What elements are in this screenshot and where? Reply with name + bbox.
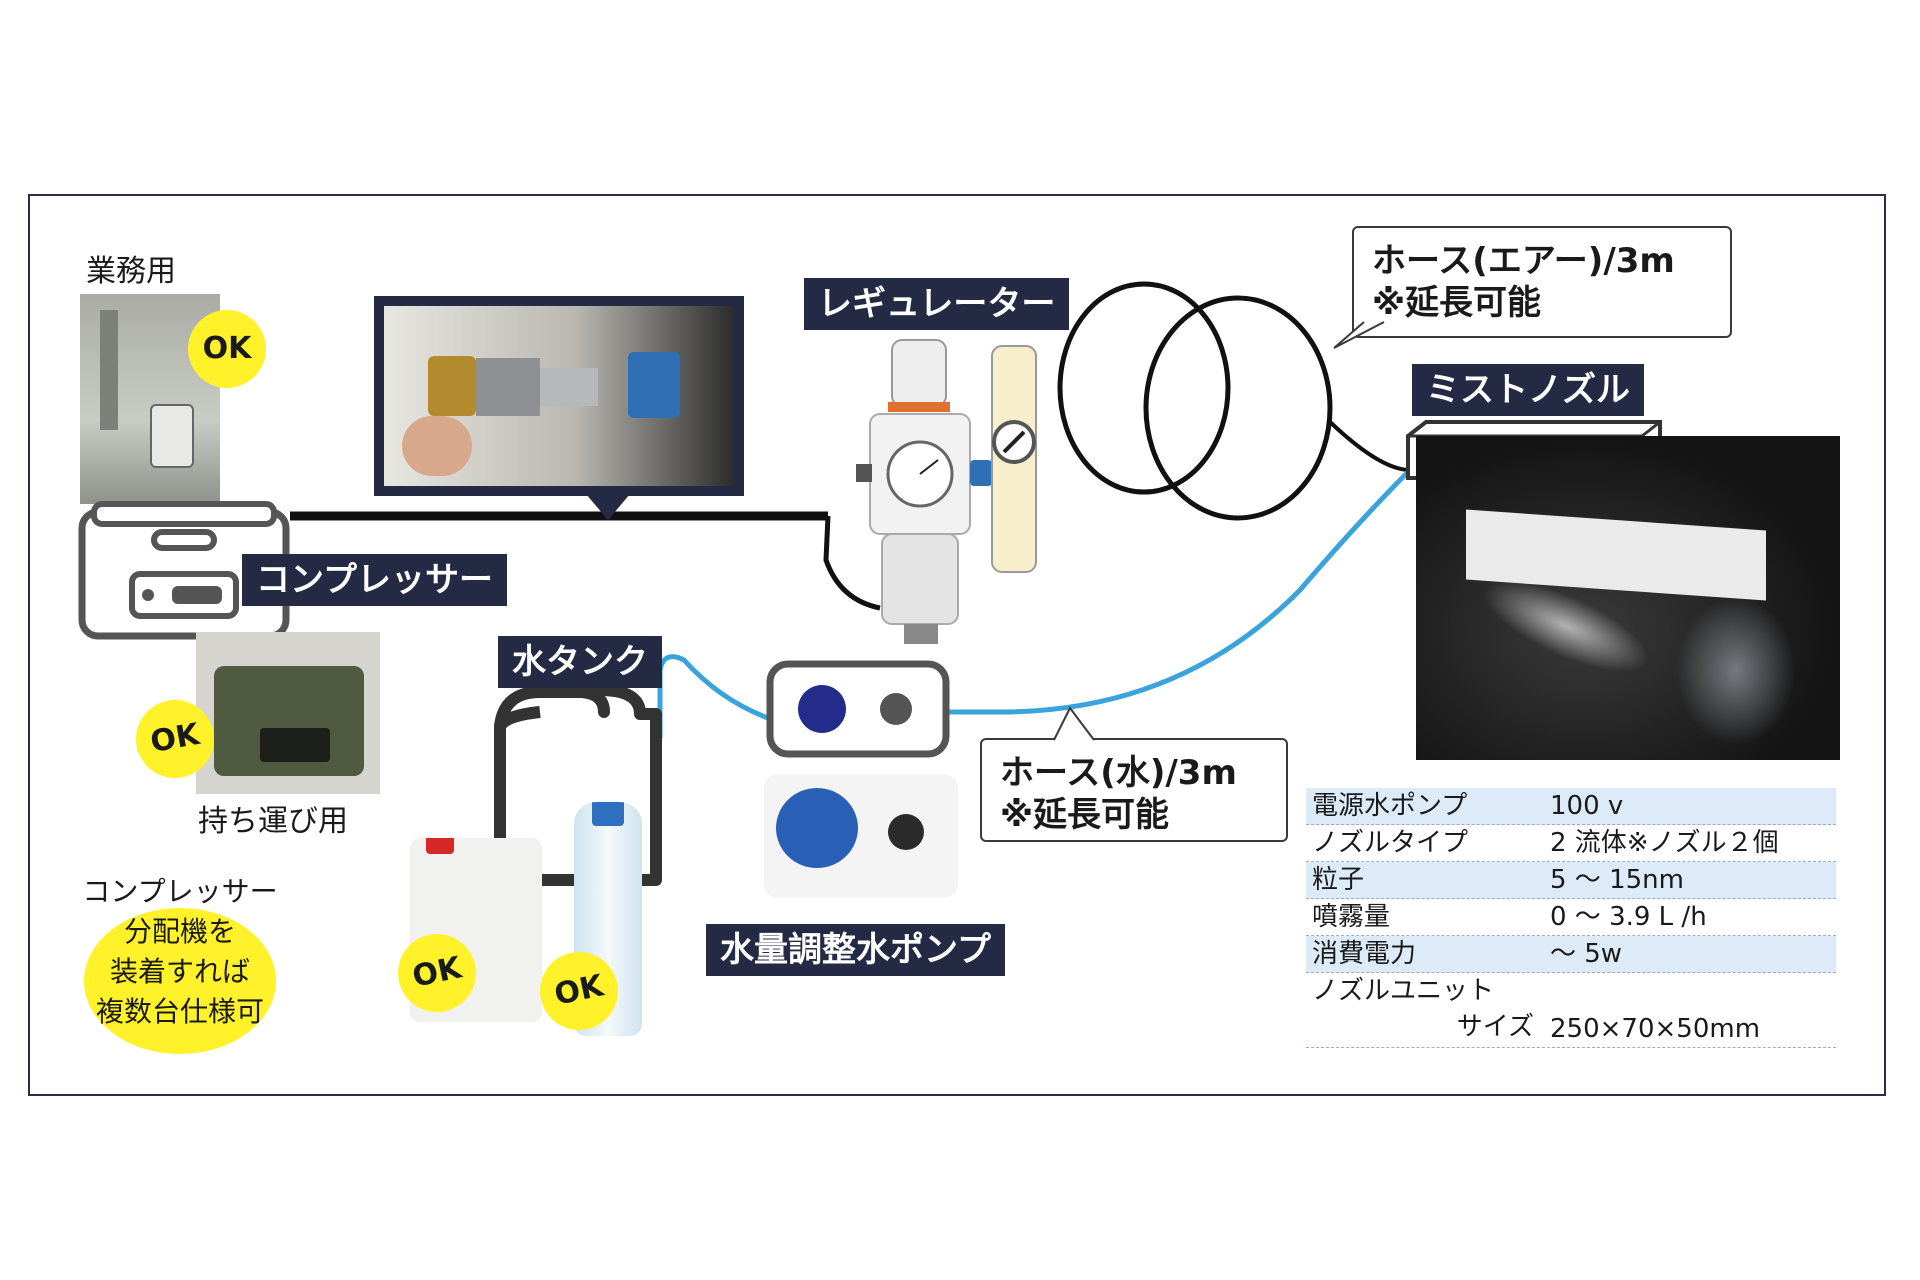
spec-value: ～ 5w bbox=[1550, 936, 1836, 972]
coupler-callout-pointer bbox=[586, 494, 630, 520]
air-hose-coil-2 bbox=[1146, 298, 1330, 518]
spec-key: ノズルユニット bbox=[1306, 973, 1550, 1009]
water-tank-tag: 水タンク bbox=[498, 636, 662, 688]
business-use-label: 業務用 bbox=[86, 246, 176, 290]
air-hose-callout-line2: ※延長可能 bbox=[1372, 282, 1712, 324]
mist-nozzle-photo bbox=[1416, 436, 1840, 760]
spec-row: 消費電力 ～ 5w bbox=[1306, 936, 1836, 973]
air-hose-to-nozzle bbox=[1328, 420, 1410, 470]
regulator-tag: レギュレーター bbox=[804, 278, 1069, 330]
water-pump-icon bbox=[766, 660, 950, 758]
portable-use-label: 持ち運び用 bbox=[198, 796, 348, 840]
water-hose-callout: ホース(水)/3m ※延長可能 bbox=[980, 738, 1288, 842]
spec-table: 電源水ポンプ 100 v ノズルタイプ 2 流体※ノズル２個 粒子 5 ～ 15… bbox=[1306, 788, 1836, 1048]
spec-key: 電源水ポンプ bbox=[1306, 788, 1550, 824]
spec-key: 消費電力 bbox=[1306, 936, 1550, 972]
spec-key-group: ノズルユニット サイズ bbox=[1306, 973, 1550, 1047]
mist-nozzle-tag: ミストノズル bbox=[1412, 364, 1644, 416]
air-hose-callout-line1: ホース(エアー)/3m bbox=[1372, 240, 1712, 282]
air-hose-callout: ホース(エアー)/3m ※延長可能 bbox=[1352, 226, 1732, 338]
water-pump-tag: 水量調整水ポンプ bbox=[706, 924, 1005, 976]
spec-value: 0 ～ 3.9 L /h bbox=[1550, 899, 1836, 935]
spec-value: 250×70×50mm bbox=[1550, 973, 1836, 1047]
air-hose-coil-1 bbox=[1060, 284, 1228, 492]
spec-row: ノズルユニット サイズ 250×70×50mm bbox=[1306, 973, 1836, 1048]
spec-row: 電源水ポンプ 100 v bbox=[1306, 788, 1836, 825]
distributor-note: コンプレッサー 分配機を 装着すれば 複数台仕様可 bbox=[70, 872, 290, 1032]
spec-value: 2 流体※ノズル２個 bbox=[1550, 825, 1836, 861]
water-hose-callout-line2: ※延長可能 bbox=[1000, 794, 1268, 836]
water-line-tank bbox=[660, 657, 768, 738]
water-hose-callout-pointer bbox=[1050, 704, 1100, 742]
water-hose-callout-line1: ホース(水)/3m bbox=[1000, 752, 1268, 794]
spec-row: 噴霧量 0 ～ 3.9 L /h bbox=[1306, 899, 1836, 936]
spec-row: 粒子 5 ～ 15nm bbox=[1306, 862, 1836, 899]
spec-key: ノズルタイプ bbox=[1306, 825, 1550, 861]
portable-compressor-photo bbox=[196, 632, 380, 794]
regulator-device bbox=[842, 332, 1042, 648]
water-pump-photo bbox=[764, 774, 958, 898]
distributor-note-line: コンプレッサー bbox=[70, 872, 290, 912]
distributor-note-line: 複数台仕様可 bbox=[70, 992, 290, 1032]
coupler-photo bbox=[384, 306, 734, 486]
compressor-tag: コンプレッサー bbox=[242, 554, 507, 606]
spec-value: 5 ～ 15nm bbox=[1550, 862, 1836, 898]
distributor-note-line: 分配機を bbox=[70, 912, 290, 952]
spec-row: ノズルタイプ 2 流体※ノズル２個 bbox=[1306, 825, 1836, 862]
spec-key: 噴霧量 bbox=[1306, 899, 1550, 935]
spec-value: 100 v bbox=[1550, 788, 1836, 824]
spec-key: 粒子 bbox=[1306, 862, 1550, 898]
air-hose-callout-pointer bbox=[1330, 320, 1400, 360]
distributor-note-line: 装着すれば bbox=[70, 952, 290, 992]
ok-badge-business: OK bbox=[188, 310, 266, 388]
spec-key: サイズ bbox=[1306, 1009, 1550, 1045]
